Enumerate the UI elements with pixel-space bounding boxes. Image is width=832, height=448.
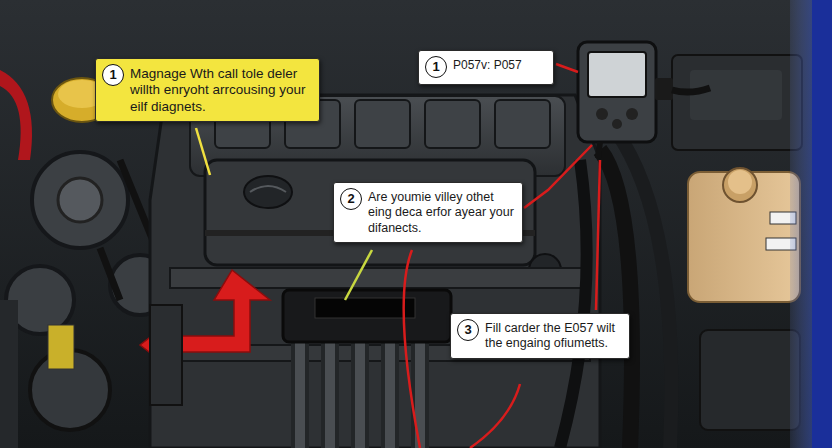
callout-number: 1 [102, 64, 124, 86]
yellow-callout-box: 1 Magnage Wth call tole deler willth enry… [95, 58, 320, 122]
leader-line [196, 128, 210, 175]
callout-number: 3 [457, 319, 479, 341]
callout-number: 1 [425, 56, 447, 78]
leader-line [524, 145, 592, 208]
leader-line [470, 384, 520, 448]
callout-box: 3 Fill carder the E057 wilt the engaing o… [450, 313, 630, 359]
callout-box: 2 Are youmie villey othet eing deca erfor… [333, 182, 523, 243]
callout-text: P057v: P057 [453, 58, 522, 73]
leader-line [404, 250, 420, 448]
callout-box: 1 P057v: P057 [418, 50, 554, 85]
leader-line [596, 160, 600, 310]
callout-text: Magnage Wth call tole deler willth enryo… [130, 66, 311, 115]
callout-text: Fill carder the E057 wilt the engaing of… [485, 321, 621, 352]
callout-number: 2 [340, 188, 362, 210]
callout-text: Are youmie villey othet eing deca erfor … [368, 190, 514, 236]
leader-line [556, 64, 578, 72]
leader-line [345, 250, 372, 300]
